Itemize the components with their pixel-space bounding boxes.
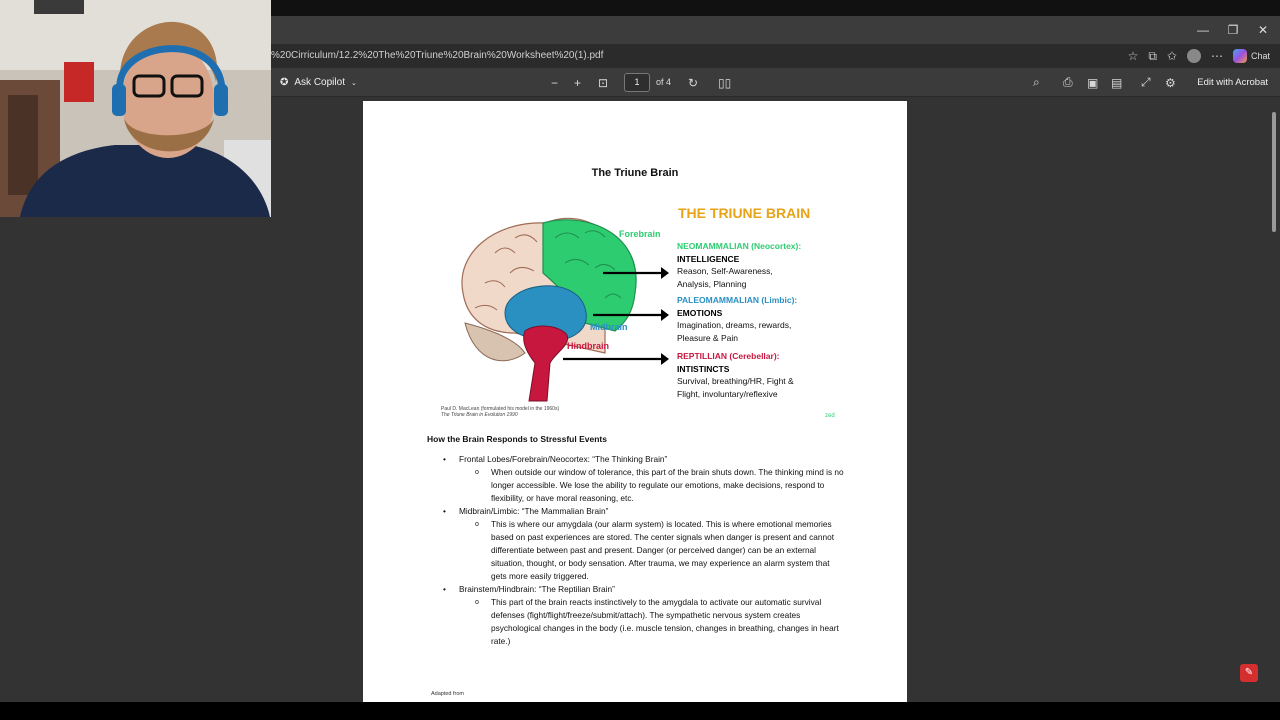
diagram-title: THE TRIUNE BRAIN (678, 205, 811, 221)
credit-line: The Triune Brain in Evolution 1990 (441, 412, 518, 418)
tier-heading: REPTILLIAN (Cerebellar): (677, 351, 780, 361)
list-item: Frontal Lobes/Forebrain/Neocortex: “The … (427, 453, 847, 466)
page-number-input[interactable]: 1 (624, 73, 650, 92)
top-strip (0, 0, 1280, 16)
tier-line: Imagination, dreams, rewards, (677, 320, 792, 330)
tier-line: Analysis, Planning (677, 278, 747, 289)
favorites-icon[interactable]: ✩ (1166, 49, 1177, 63)
tier-subheading: INTELLIGENCE (677, 253, 740, 264)
extensions-icon[interactable]: ⧉ (1148, 48, 1157, 63)
adapted-from-note: Adapted from (431, 691, 465, 697)
arrows-graphic (563, 267, 669, 365)
page-view-icon[interactable]: ▯▯ (718, 75, 732, 90)
zoom-in-icon[interactable]: + (574, 75, 582, 90)
fit-page-icon[interactable]: ⊡ (598, 75, 609, 90)
copilot-chat-icon (1232, 49, 1247, 63)
fullscreen-icon[interactable]: ⤢ (1141, 75, 1151, 89)
url-text[interactable]: %20Cirriculum/12.2%20The%20Triune%20Brai… (271, 50, 604, 61)
hindbrain-label: Hindbrain (567, 341, 609, 351)
ask-copilot-button[interactable]: ✪ Ask Copilot ⌄ (280, 68, 357, 97)
maximize-button[interactable]: ❐ (1227, 23, 1239, 37)
tier-line: Survival, breathing/HR, Fight & (677, 376, 794, 386)
webcam-image (0, 0, 271, 217)
ask-copilot-label: Ask Copilot (294, 77, 345, 88)
list-item: Midbrain/Limbic: “The Mammalian Brain” (427, 505, 847, 518)
list-subitem: When outside our window of tolerance, th… (427, 466, 847, 505)
print-icon[interactable]: ⎙ (1063, 75, 1073, 89)
save-as-icon[interactable]: ▤ (1111, 75, 1123, 90)
tier-line: Flight, involuntary/reflexive (677, 388, 778, 399)
bottom-bar (0, 702, 1280, 720)
copilot-icon: ✪ (280, 77, 289, 88)
more-menu-icon[interactable]: ⋯ (1210, 49, 1223, 63)
chat-label: Chat (1250, 51, 1270, 61)
midbrain-label: Midbrain (590, 322, 628, 332)
save-icon[interactable]: ▣ (1087, 75, 1099, 90)
list-item: Brainstem/Hindbrain: “The Reptilian Brai… (427, 583, 847, 596)
stress-response-list: Frontal Lobes/Forebrain/Neocortex: “The … (427, 453, 847, 648)
close-window-button[interactable]: ✕ (1257, 23, 1269, 37)
tier-neomammalian: NEOMAMMALIAN (Neocortex): INTELLIGENCE R… (677, 240, 801, 290)
forebrain-label: Forebrain (619, 229, 661, 239)
tier-heading: NEOMAMMALIAN (Neocortex): (677, 241, 802, 251)
settings-gear-icon[interactable]: ⚙ (1165, 75, 1176, 90)
tier-heading: PALEOMAMMALIAN (Limbic): (677, 295, 798, 305)
credit-line: Paul D. MacLean (formulated his model in… (441, 406, 560, 412)
stamp-text: zed (825, 413, 835, 419)
section-heading: How the Brain Responds to Stressful Even… (427, 434, 607, 444)
diagram-credit: Paul D. MacLean (formulated his model in… (441, 406, 559, 418)
edit-with-acrobat-button[interactable]: Edit with Acrobat (1197, 77, 1268, 88)
document-title: The Triune Brain (591, 167, 679, 179)
minimize-button[interactable]: — (1197, 23, 1209, 37)
webcam-overlay (0, 0, 271, 217)
brain-illustration (461, 217, 637, 402)
page-total: of 4 (656, 77, 672, 87)
tier-line: Reason, Self-Awareness, (677, 266, 773, 276)
acrobat-icon[interactable]: ✎ (1240, 664, 1258, 682)
zoom-out-icon[interactable]: − (551, 75, 559, 90)
tier-subheading: EMOTIONS (677, 307, 723, 318)
tier-reptillian: REPTILLIAN (Cerebellar): INTISTINCTS Sur… (677, 350, 794, 400)
favorite-star-icon[interactable]: ☆ (1127, 49, 1139, 63)
rotate-icon[interactable]: ↻ (688, 75, 699, 90)
profile-avatar[interactable] (1186, 49, 1201, 63)
tier-subheading: INTISTINCTS (677, 363, 730, 374)
pdf-page: The Triune Brain Forebrain Midbrain Hind… (363, 101, 907, 702)
list-subitem: This part of the brain reacts instinctiv… (427, 596, 847, 648)
address-bar-icons: ☆ ⧉ ✩ ⋯ Chat (1128, 44, 1270, 68)
scrollbar-thumb[interactable] (1272, 112, 1276, 232)
list-subitem: This is where our amygdala (our alarm sy… (427, 518, 847, 583)
chat-button[interactable]: Chat (1232, 49, 1270, 63)
chevron-down-icon: ⌄ (350, 79, 357, 87)
tier-line: Pleasure & Pain (677, 332, 738, 343)
search-icon[interactable]: ⌕ (1033, 75, 1040, 89)
tier-paleomammalian: PALEOMAMMALIAN (Limbic): EMOTIONS Imagin… (677, 294, 797, 344)
